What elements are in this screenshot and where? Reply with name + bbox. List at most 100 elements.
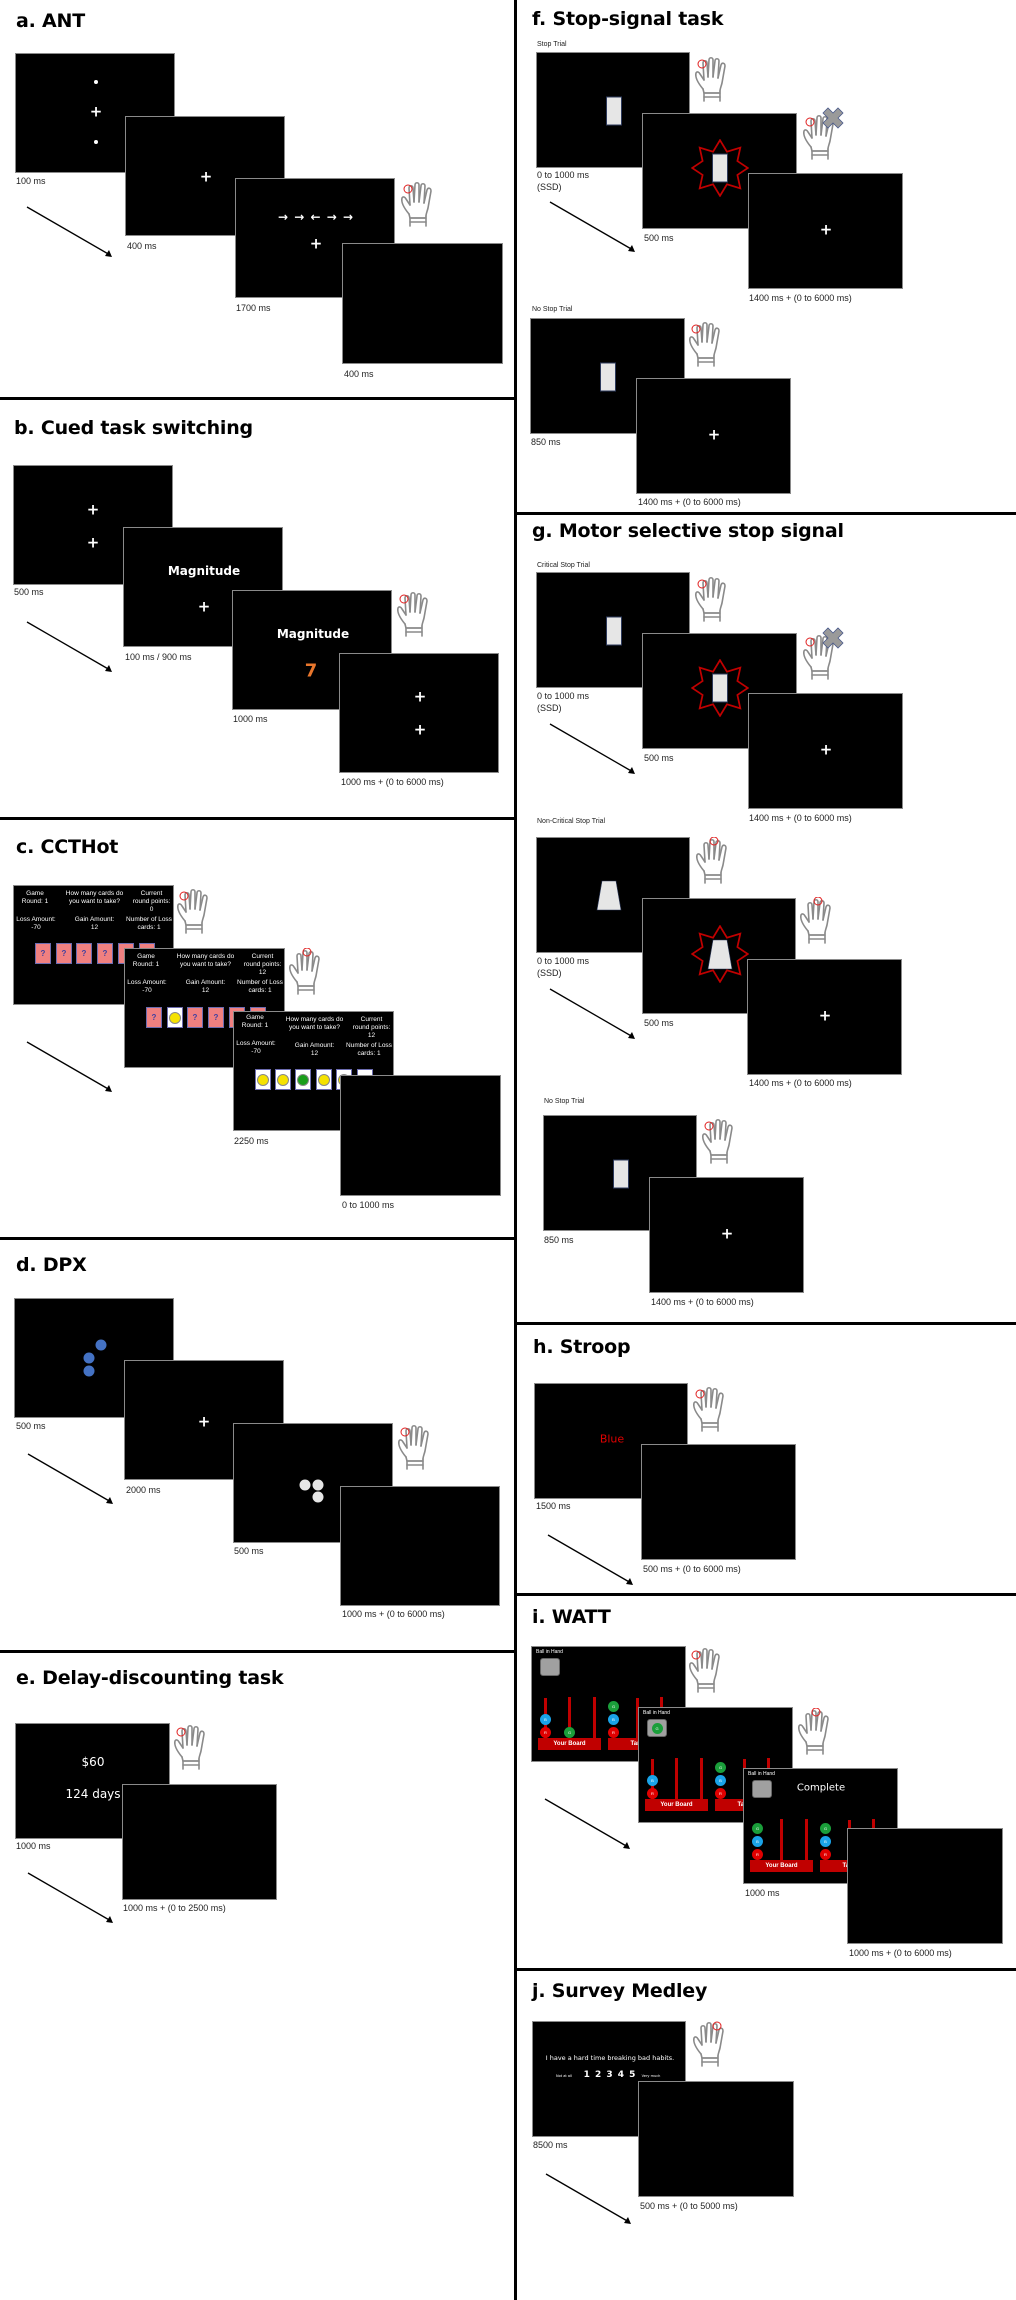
hand-press-icon [174, 887, 214, 935]
card-hidden[interactable]: ? [187, 1007, 203, 1028]
panel-title: c. CCTHot [16, 836, 119, 858]
loss-cards: Number of Loss cards: 1 [346, 1042, 392, 1057]
ball-green: G [820, 1823, 831, 1834]
loss-amount: Loss Amount: -70 [16, 916, 56, 931]
card-hidden[interactable]: ? [97, 943, 113, 964]
duration-label: 850 ms [544, 1235, 574, 1245]
divider-h-i [515, 1593, 1016, 1596]
divider-i-j [515, 1968, 1016, 1971]
peg [568, 1697, 571, 1744]
game-round: Game Round: 1 [21, 890, 49, 905]
blue-dot [95, 1339, 107, 1351]
screen-blank [122, 1784, 277, 1900]
white-dot [312, 1479, 324, 1491]
gain-amount: Gain Amount: 12 [74, 916, 115, 931]
rating-scale[interactable]: 1 2 3 4 5 [583, 2070, 637, 2080]
duration-label: 1000 ms + (0 to 6000 ms) [342, 1609, 445, 1619]
target-digit: 7 [304, 660, 318, 682]
time-arrow-icon [27, 1872, 113, 1923]
go-rectangle [712, 673, 728, 703]
divider-g-h [515, 1322, 1016, 1325]
ball-green[interactable]: G [564, 1727, 575, 1738]
panel-title: b. Cued task switching [14, 417, 253, 439]
panel-title: d. DPX [16, 1254, 87, 1276]
duration-label: 2250 ms [234, 1136, 269, 1146]
stroop-word: Blue [599, 1432, 625, 1446]
fixation-cross: + [89, 102, 103, 121]
column-divider [514, 0, 517, 2300]
ball-in-hand-slot [752, 1780, 772, 1798]
ball-red[interactable]: R [540, 1727, 551, 1738]
ball-in-hand-label: Ball in Hand [536, 1649, 563, 1655]
ball-blue[interactable]: B [647, 1775, 658, 1786]
duration-label: 1000 ms + (0 to 6000 ms) [849, 1948, 952, 1958]
ball-in-hand-label: Ball in Hand [748, 1771, 775, 1777]
hand-press-icon [686, 1646, 726, 1694]
card-hidden[interactable]: ? [35, 943, 51, 964]
duration-label: 1700 ms [236, 303, 271, 313]
smiley-icon [318, 1073, 330, 1086]
duration-label: 1000 ms [16, 1841, 51, 1851]
fixation-cross: + [720, 1224, 734, 1243]
fixation-cross: + [818, 1006, 832, 1025]
card-hidden[interactable]: ? [146, 1007, 162, 1028]
card-hidden[interactable]: ? [56, 943, 72, 964]
ball-red: R [752, 1849, 763, 1860]
card-hidden[interactable]: ? [76, 943, 92, 964]
screen-fixation: + [636, 378, 791, 494]
white-dot [299, 1479, 311, 1491]
peg [675, 1758, 678, 1805]
peg [593, 1697, 596, 1744]
duration-label: 8500 ms [533, 2140, 568, 2150]
panel-title: a. ANT [16, 10, 86, 32]
hand-press-icon [171, 1723, 211, 1771]
hand-press-icon [395, 1423, 435, 1471]
ball-red[interactable]: R [647, 1788, 658, 1799]
your-board-base: Your Board [645, 1799, 708, 1811]
fixation-cross: + [197, 1412, 211, 1431]
flanker-arrows: → → ← → → [278, 210, 354, 224]
screen-blank [340, 1486, 500, 1606]
hand-press-icon [398, 180, 438, 228]
ball-in-hand-slot: G [647, 1719, 667, 1737]
card-gain [255, 1069, 271, 1090]
screen-blank [638, 2081, 794, 2197]
fixation-cross: + [199, 167, 213, 186]
question: How many cards do you want to take? [65, 890, 124, 905]
offer-delay: 124 days [65, 1787, 121, 1801]
card-gain[interactable] [167, 1007, 183, 1028]
your-board-base: Your Board [750, 1860, 813, 1872]
fixation-cross: + [819, 740, 833, 759]
game-round: Game Round: 1 [132, 953, 160, 968]
trial-label: Stop Trial [537, 41, 567, 48]
card-hidden[interactable]: ? [208, 1007, 224, 1028]
screen-fixation: + [748, 173, 903, 289]
screen-blank [847, 1828, 1003, 1944]
screen-cct-2: Game Round: 1 How many cards do you want… [124, 948, 285, 1068]
fixation-cross: + [309, 234, 323, 253]
ball-blue: B [820, 1836, 831, 1847]
divider-b-c [0, 817, 515, 820]
screen-blank [641, 1444, 796, 1560]
go-rectangle [606, 96, 622, 126]
question: How many cards do you want to take? [285, 1016, 344, 1031]
hand-press-icon [686, 320, 726, 368]
ball-in-hand-slot [540, 1658, 560, 1676]
complete-message: Complete [796, 1782, 846, 1794]
smiley-icon [169, 1011, 181, 1024]
duration-label: 2000 ms [126, 1485, 161, 1495]
trial-label: No Stop Trial [532, 306, 573, 313]
duration-label: 1400 ms + (0 to 6000 ms) [638, 497, 741, 507]
cue-dot [94, 140, 98, 144]
gain-amount: Gain Amount: 12 [185, 979, 226, 994]
card-gain [275, 1069, 291, 1090]
screen-fixation: + [748, 693, 903, 809]
fixation-cross: + [86, 533, 100, 552]
ball-red: R [715, 1788, 726, 1799]
survey-question: I have a hard time breaking bad habits. [545, 2054, 675, 2062]
loss-cards: Number of Loss cards: 1 [237, 979, 283, 994]
duration-label: 100 ms / 900 ms [125, 652, 192, 662]
hand-press-icon [394, 590, 434, 638]
panel-title: i. WATT [532, 1606, 611, 1628]
ball-blue[interactable]: B [540, 1714, 551, 1725]
